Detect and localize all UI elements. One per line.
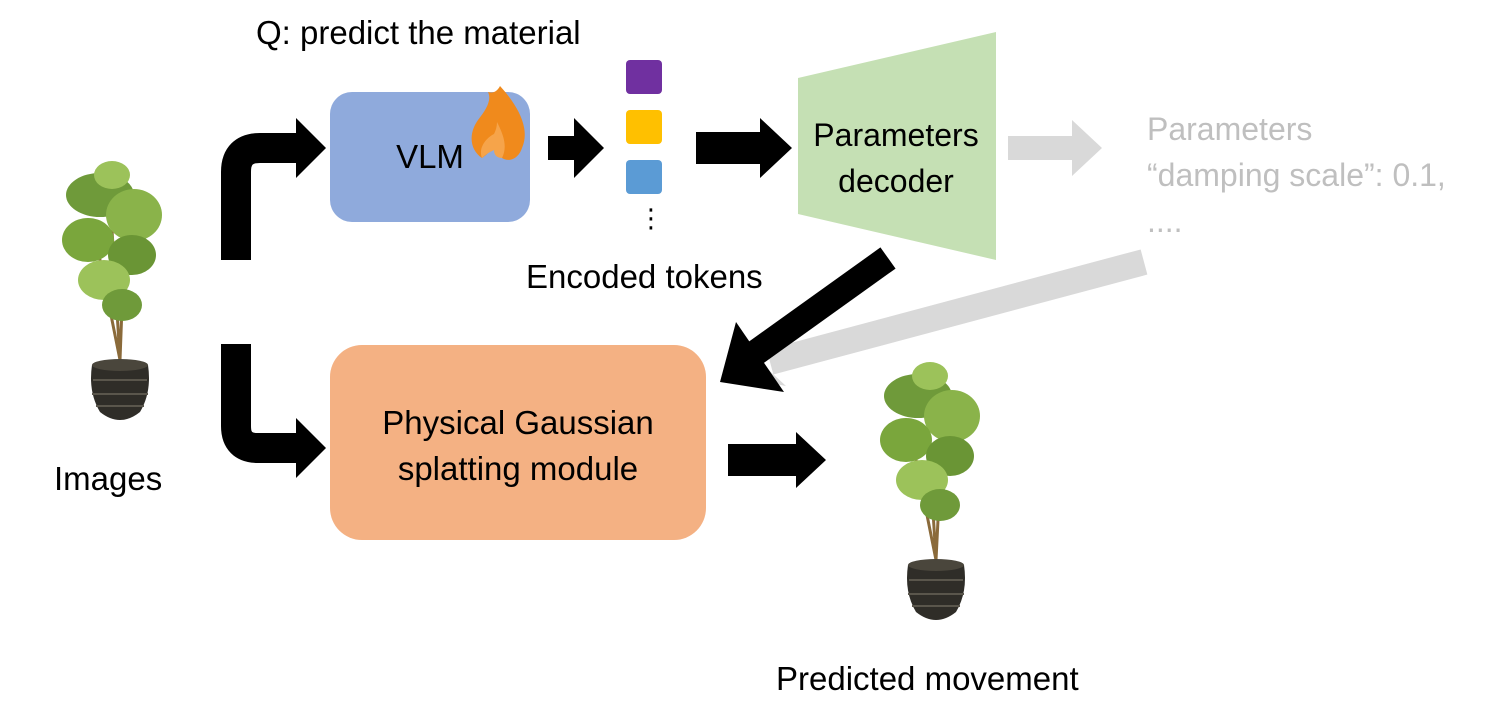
- parameters-decoder-label: Parameters decoder: [813, 117, 979, 199]
- potted-plant-image-output: [880, 362, 980, 620]
- question-text: Q: predict the material: [256, 14, 581, 51]
- parameters-output-line1: “damping scale”: 0.1,: [1147, 157, 1446, 193]
- arrow-images-to-vlm: [221, 118, 326, 260]
- arrow-gaussian-to-predicted: [728, 432, 826, 488]
- arrow-images-to-gaussian: [221, 344, 326, 478]
- arrow-tokens-to-decoder: [696, 118, 792, 178]
- vlm-label: VLM: [396, 138, 464, 175]
- arrow-decoder-to-gaussian: [720, 247, 896, 392]
- gaussian-module-label: Physical Gaussian splatting module: [382, 404, 654, 487]
- parameters-output: Parameters “damping scale”: 0.1, ....: [1147, 106, 1446, 244]
- token-ellipsis: ⋮: [638, 203, 664, 233]
- parameters-decoder-shape: [798, 32, 996, 260]
- potted-plant-image-input: [62, 161, 162, 420]
- token-purple: [626, 60, 662, 94]
- parameters-output-line2: ....: [1147, 203, 1183, 239]
- gaussian-module-box: [330, 345, 706, 540]
- arrow-decoder-to-parameters: [1008, 120, 1102, 176]
- arrow-vlm-to-tokens: [548, 118, 604, 178]
- encoded-tokens-label: Encoded tokens: [526, 258, 763, 295]
- token-yellow: [626, 110, 662, 144]
- images-label: Images: [54, 460, 163, 497]
- fire-icon: [471, 86, 525, 160]
- parameters-output-title: Parameters: [1147, 111, 1313, 147]
- predicted-movement-label: Predicted movement: [776, 660, 1079, 697]
- token-blue: [626, 160, 662, 194]
